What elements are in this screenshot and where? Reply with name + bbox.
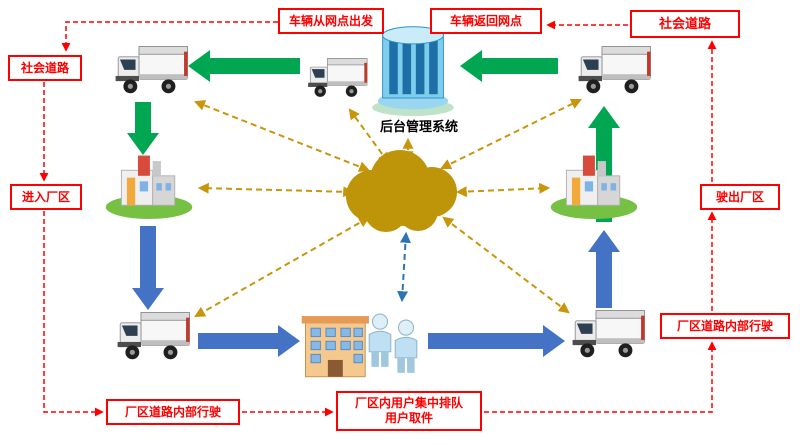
server-icon bbox=[371, 26, 455, 117]
gold-comm-dashes bbox=[193, 98, 582, 318]
label-factory-drive-bottom: 厂区道路内部行驶 bbox=[106, 399, 240, 425]
blue-comm-dash bbox=[397, 231, 411, 303]
label-factory-drive-right: 厂区道路内部行驶 bbox=[660, 313, 790, 339]
green-arrow-enter-factory bbox=[127, 102, 159, 155]
label-return: 车辆返回网点 bbox=[430, 8, 542, 34]
truck-icon-mid bbox=[307, 58, 368, 98]
person-icon-2 bbox=[394, 319, 418, 374]
label-depart-text: 车辆从网点出发 bbox=[288, 13, 373, 28]
office-building-icon bbox=[301, 315, 370, 378]
factory-icon-left bbox=[105, 155, 193, 220]
label-enter-factory-text: 进入厂区 bbox=[21, 189, 70, 204]
label-return-text: 车辆返回网点 bbox=[449, 13, 522, 28]
red-route-dashes bbox=[39, 20, 717, 417]
label-public-road-left: 社会道路 bbox=[8, 55, 82, 81]
label-enter-factory: 进入厂区 bbox=[10, 184, 82, 210]
label-backend-system-text: 后台管理系统 bbox=[379, 118, 458, 134]
truck-icon-top-left bbox=[115, 46, 188, 94]
factory-icon-right bbox=[550, 155, 638, 220]
label-public-road-right-text: 社会道路 bbox=[658, 15, 711, 31]
green-arrow-network-to-truck bbox=[188, 50, 300, 82]
label-public-road-right: 社会道路 bbox=[630, 10, 740, 38]
blue-arrow-to-pickup-right bbox=[428, 325, 565, 357]
label-factory-drive-bottom-text: 厂区道路内部行驶 bbox=[124, 404, 221, 419]
label-user-pickup-line2: 用户取件 bbox=[384, 411, 433, 425]
blue-arrow-factory-down bbox=[132, 226, 164, 310]
label-user-pickup-line1: 厂区内用户集中排队 bbox=[354, 396, 463, 410]
green-arrow-return-to-system bbox=[460, 50, 558, 82]
label-exit-factory-text: 驶出厂区 bbox=[715, 189, 764, 204]
truck-icon-bottom-left bbox=[117, 312, 190, 360]
truck-icon-top-right bbox=[578, 46, 651, 94]
label-factory-drive-right-text: 厂区道路内部行驶 bbox=[676, 318, 773, 333]
label-user-pickup: 厂区内用户集中排队 用户取件 bbox=[336, 391, 482, 431]
blue-arrow-factory-up bbox=[588, 230, 620, 308]
truck-icon-bottom-right bbox=[572, 310, 645, 358]
person-icon-1 bbox=[368, 313, 392, 368]
label-depart: 车辆从网点出发 bbox=[278, 8, 384, 34]
blue-arrow-to-pickup-left bbox=[198, 325, 300, 357]
label-public-road-left-text: 社会道路 bbox=[20, 60, 69, 75]
label-exit-factory: 驶出厂区 bbox=[700, 184, 780, 210]
network-cloud-icon bbox=[346, 150, 457, 232]
label-backend-system: 后台管理系统 bbox=[358, 118, 480, 136]
